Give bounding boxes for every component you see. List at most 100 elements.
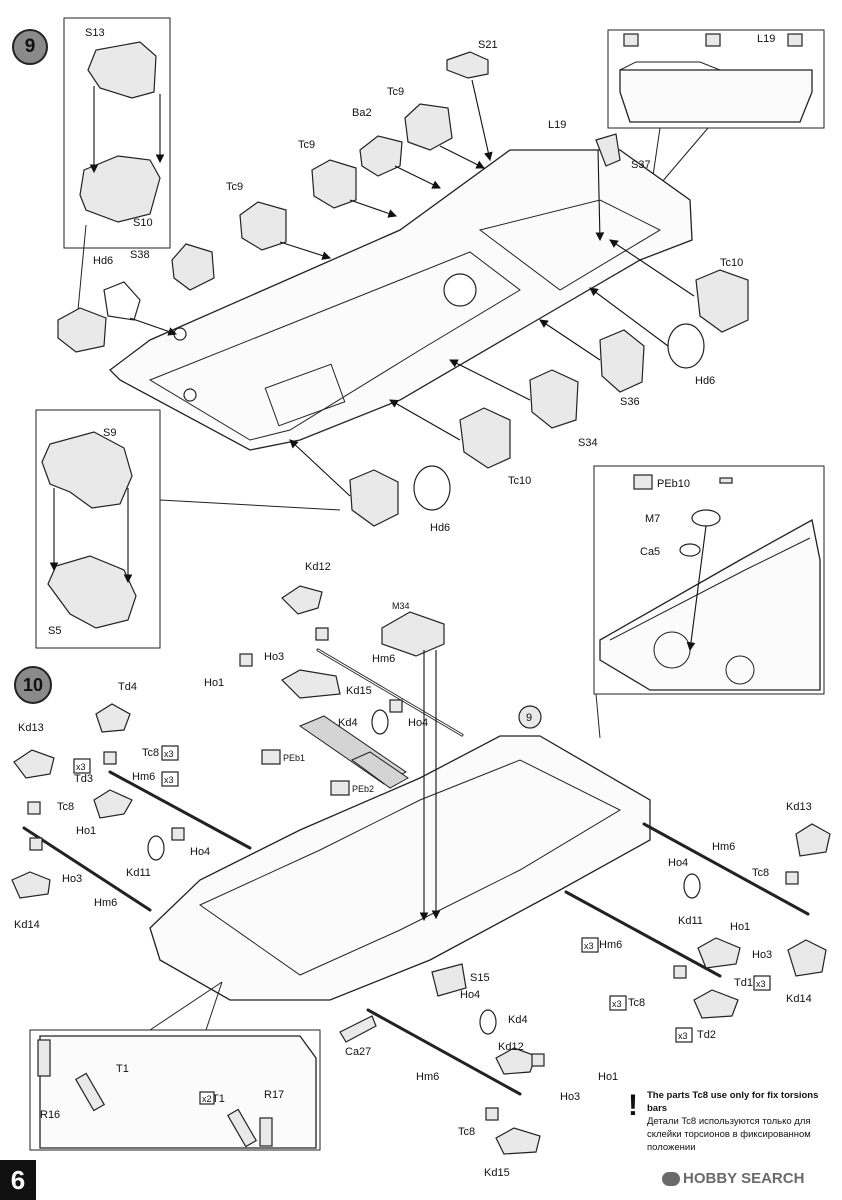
label-t1-b: T1 [212,1093,225,1105]
page-number: 6 [0,1160,36,1200]
label-kd14-left: Kd14 [14,919,40,931]
part-tc9-b [311,159,357,209]
label-td3: Td3 [74,773,93,785]
label-peb10: PEb10 [657,478,690,490]
label-s5: S5 [48,625,61,637]
qty-x3-f: x3 [678,1031,688,1041]
part-s15 [431,963,467,997]
part-m7 [691,509,721,527]
photo-etch-icon-peb10 [633,474,653,490]
part-tc9-c [239,201,287,251]
part-td4 [95,703,131,733]
label-ho1-right: Ho1 [730,921,750,933]
part-tc10-left [349,469,399,527]
hull-floor-step10 [149,735,651,1001]
label-t1-a: T1 [116,1063,129,1075]
label-kd12-bottom: Kd12 [498,1041,524,1053]
part-kd15-top [281,669,341,699]
label-s21: S21 [478,39,498,51]
label-ho1-left: Ho1 [76,825,96,837]
part-ba2 [359,135,403,177]
step9-reference-badge [518,705,542,729]
label-kd15-top: Kd15 [346,685,372,697]
label-tc8-d: Tc8 [628,997,645,1009]
tc8-note: The parts Tc8 use only for fix torsions … [647,1089,835,1154]
label-s34: S34 [578,437,598,449]
detail-box-l19 [607,29,825,129]
exclamation-icon: ! [628,1089,638,1122]
part-hd6-right [667,323,705,369]
label-ca5: Ca5 [640,546,660,558]
label-ho4-left: Ho4 [190,846,210,858]
label-ho3-left: Ho3 [62,873,82,885]
label-m34: M34 [392,601,410,611]
part-ca27 [339,1015,377,1043]
label-hd6-bottom: Hd6 [430,522,450,534]
torsion-bar-hm6-f [366,1008,522,1096]
label-tc9-b: Tc9 [298,139,315,151]
track-tension-parts [37,1039,273,1148]
label-s37: S37 [631,159,651,171]
quantity-tags: x3 x3 x3 x3 x3 x3 x3 x2 [73,745,771,1105]
label-kd4-bottom: Kd4 [508,1014,528,1026]
label-hm6-b: Hm6 [132,771,155,783]
qty-x2: x2 [202,1094,212,1104]
part-kd13-left [13,749,55,779]
torsion-bar-hm6-b [108,770,252,850]
label-l19: L19 [548,119,566,131]
label-s38: S38 [130,249,150,261]
part-tc10-bottom [459,407,511,469]
qty-x3-a: x3 [76,762,86,772]
watermark-text: HOBBY SEARCH [683,1170,805,1187]
torsion-bar-hm6-d [642,822,810,916]
detail-box-s13-s10 [63,17,171,249]
label-ca27: Ca27 [345,1046,371,1058]
step-9-number: 9 [24,36,36,57]
part-s37 [595,133,621,167]
watermark: HOBBY SEARCH [662,1170,804,1187]
label-hm6-f: Hm6 [416,1071,439,1083]
part-kd12-top [281,585,323,615]
qty-x3-g: x3 [756,979,766,989]
part-td2 [693,989,739,1019]
torsion-bar-hm6-c [22,826,152,912]
label-ho3-top: Ho3 [264,651,284,663]
part-kd13-right [795,823,831,857]
label-peb2: PEb2 [352,784,374,794]
label-ba2: Ba2 [352,107,372,119]
label-kd11-right: Kd11 [678,915,703,927]
label-l19-detail: L19 [757,33,775,45]
label-r17: R17 [264,1089,284,1101]
step-9-badge: 9 [12,29,48,65]
qty-x3-e: x3 [612,999,622,1009]
part-s5 [47,555,137,629]
glue-icons [623,33,803,47]
label-hm6-e: Hm6 [599,939,622,951]
part-s38 [171,243,215,291]
part-td3 [93,789,133,819]
cement-icons [27,627,799,1121]
part-kd11-left [147,835,165,861]
label-tc9-c: Tc9 [226,181,243,193]
qty-x3-b: x3 [164,749,174,759]
label-tc8-a: Tc8 [142,747,159,759]
label-s10: S10 [133,217,153,229]
part-hd6-bottom [413,465,451,511]
label-kd12-top: Kd12 [305,561,331,573]
label-kd15-bottom: Kd15 [484,1167,510,1179]
label-tc10-right: Tc10 [720,257,743,269]
step-10-number: 10 [22,675,44,695]
part-m34 [381,611,445,657]
part-kd14-left [11,871,51,899]
label-r16: R16 [40,1109,60,1121]
qty-x3-c: x3 [164,775,174,785]
part-tc10-right [695,269,749,333]
part-peb2 [351,751,409,789]
part-kd11-right [683,873,701,899]
detail-box-s9-s5 [35,409,161,649]
label-ref9: 9 [526,712,532,724]
part-s36-left [57,307,107,353]
label-tc8-e: Tc8 [458,1126,475,1138]
label-hm6-d: Hm6 [712,841,735,853]
